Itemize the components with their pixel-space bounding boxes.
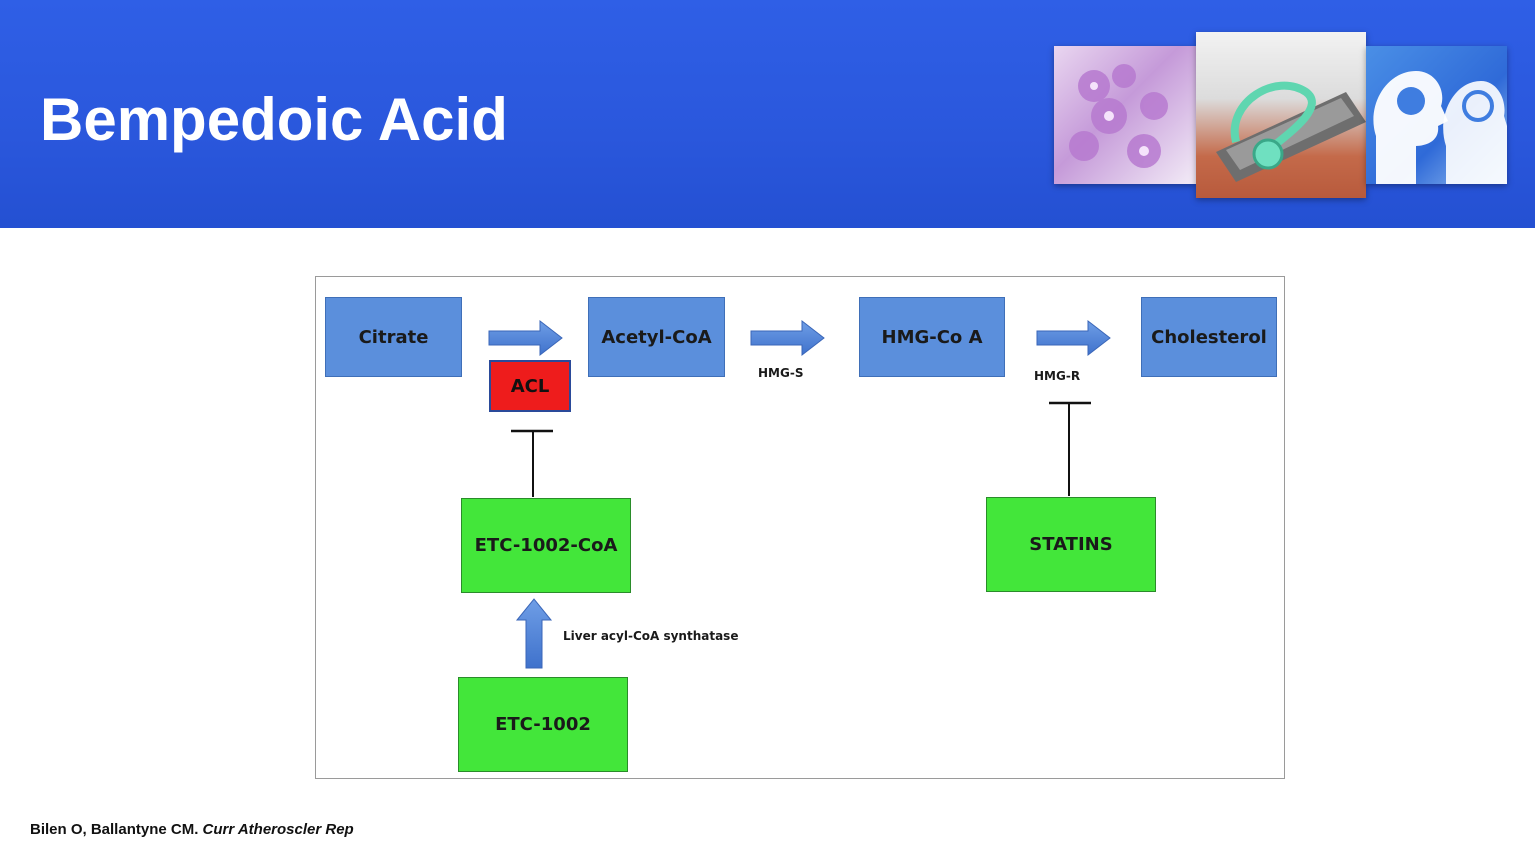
label-hmg-s: HMG-S [758,366,804,380]
label-liver-acyl-coa-synthatase: Liver acyl-CoA synthatase [563,629,739,643]
header-band: Bempedoic Acid [0,0,1535,228]
flowers-photo [1054,46,1196,184]
stethoscope-laptop-photo [1196,32,1366,198]
slide-title: Bempedoic Acid [40,86,508,153]
citation-authors: Bilen O, Ballantyne CM. [30,821,199,838]
brain-head-photo [1366,46,1507,184]
node-cholesterol: Cholesterol [1141,297,1277,377]
arrow-etc-1002-to-etc-1002-coa [515,598,553,669]
arrow-citrate-to-acetyl-coa [488,319,563,357]
node-etc-1002: ETC-1002 [458,677,628,772]
citation: Bilen O, Ballantyne CM. Curr Atheroscler… [30,821,354,838]
arrow-hmg-coa-to-cholesterol [1036,319,1111,357]
node-hmg-coa: HMG-Co A [859,297,1005,377]
node-statins: STATINS [986,497,1156,592]
node-acetyl-coa: Acetyl-CoA [588,297,725,377]
node-citrate: Citrate [325,297,462,377]
node-etc-1002-coa: ETC-1002-CoA [461,498,631,593]
label-hmg-r: HMG-R [1034,369,1081,383]
citation-journal: Curr Atheroscler Rep [202,821,354,838]
node-acl: ACL [489,360,571,412]
arrow-acetyl-coa-to-hmg-coa [750,319,825,357]
